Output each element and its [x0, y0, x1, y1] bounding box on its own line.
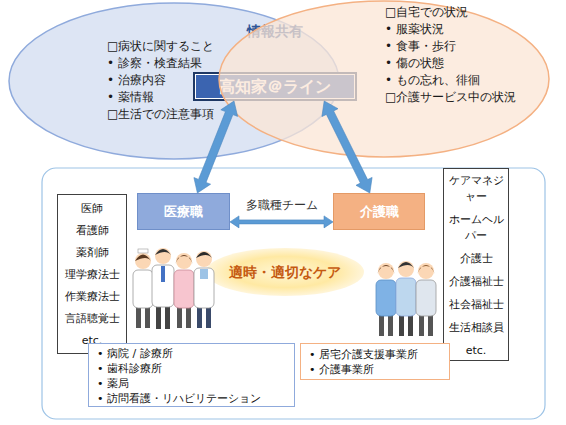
figure-body: [133, 270, 153, 308]
list-item: • 食事・歩行: [385, 38, 545, 55]
role-name: 看護師: [58, 220, 126, 242]
figure-hair: [135, 255, 151, 262]
facility-item: • 病院 / 診療所: [97, 346, 261, 361]
figure-leg: [388, 314, 393, 336]
facility-item: • 薬局: [97, 376, 261, 391]
text-wrap: □自宅での状況• 服薬状況• 食事・歩行• 傷の状態• もの忘れ、徘徊□介護サー…: [385, 4, 545, 106]
facility-item: • 訪問看護・リハビリテーション: [97, 391, 261, 406]
figure-hair: [155, 249, 171, 255]
facility-item: • 居宅介護支援事業所: [309, 347, 418, 362]
figure-leg: [399, 314, 404, 336]
figure-leg: [428, 314, 433, 336]
caregiver-figure: [416, 263, 436, 336]
role-name: 介護士: [447, 251, 505, 267]
figure-hair: [377, 265, 395, 274]
role-name: 生活相談員: [447, 320, 505, 336]
figure-body: [194, 268, 214, 308]
facility-box: • 病院 / 診療所• 歯科診療所• 薬局• 訪問看護・リハビリテーション: [88, 343, 295, 407]
list-item: • 服薬状況: [385, 21, 545, 38]
box-label: 介護職: [334, 194, 424, 229]
figure-body: [152, 265, 174, 307]
role-name: 薬剤師: [58, 242, 126, 264]
edge-label: 多職種チーム: [246, 197, 318, 214]
group-box: 介護職: [333, 193, 425, 230]
text-wrap: 医師看護師薬剤師理学療法士作業療法士言語聴覚士etc.: [58, 198, 126, 352]
figure-leg: [156, 305, 161, 329]
role-name: 社会福祉士: [447, 297, 505, 313]
figure-leg: [145, 306, 150, 328]
figure-leg: [186, 306, 191, 328]
figure-hair: [175, 255, 193, 264]
role-list-box: 医師看護師薬剤師理学療法士作業療法士言語聴覚士etc.: [57, 194, 127, 354]
facility-box: • 居宅介護支援事業所• 介護事業所: [300, 343, 450, 380]
ellipse-outline: [218, 0, 550, 158]
ellipse-shape: [206, 248, 364, 296]
info-ellipse: □自宅での状況• 服薬状況• 食事・歩行• 傷の状態• もの忘れ、徘徊□介護サー…: [218, 0, 550, 158]
text-wrap: 適時・適切なケア: [205, 247, 365, 297]
team-container: [42, 168, 545, 419]
text-wrap: • 病院 / 診療所• 歯科診療所• 薬局• 訪問看護・リハビリテーション: [97, 346, 261, 406]
ellipse-shape: [219, 1, 549, 157]
role-name: 作業療法士: [58, 286, 126, 308]
doctor-tie: [161, 266, 165, 282]
figure-leg: [419, 314, 424, 336]
role-name: ケアマネジャー: [447, 173, 505, 205]
role-list-box: ケアマネジャーホームヘルパー介護士介護福祉士社会福祉士生活相談員 etc.: [443, 168, 509, 361]
figure-leg: [206, 306, 211, 328]
block-arrow: [230, 216, 333, 228]
text-wrap: • 居宅介護支援事業所• 介護事業所: [309, 347, 418, 377]
figure-body: [396, 278, 416, 316]
figure-leg: [197, 306, 202, 328]
role-name: 医師: [58, 198, 126, 220]
nurse-figure: [133, 249, 153, 328]
list-item: • もの忘れ、徘徊: [385, 72, 545, 89]
figure-body: [376, 280, 396, 316]
figure-body: [416, 280, 436, 316]
figure-body: [174, 270, 194, 308]
figure-head: [418, 263, 434, 279]
figure-leg: [177, 306, 182, 328]
figure-head: [196, 251, 212, 267]
box-label: 医療職: [138, 194, 229, 229]
role-name: 介護福祉士: [447, 274, 505, 290]
role-name: 理学療法士: [58, 264, 126, 286]
role-name: ホームヘルパー: [447, 212, 505, 244]
group-box: 医療職: [137, 193, 230, 230]
figure-head: [135, 253, 151, 269]
nurse-cap: [138, 249, 148, 253]
figure-hair: [417, 265, 435, 274]
list-item: □介護サービス中の状況: [385, 89, 545, 106]
figure-hair: [398, 262, 414, 268]
facility-item: • 歯科診療所: [97, 361, 261, 376]
care-label: 適時・適切なケア: [205, 247, 365, 297]
therapist-figure: [194, 251, 214, 328]
figure-head: [176, 253, 192, 269]
figure-head: [378, 263, 394, 279]
role-name: etc.: [447, 343, 505, 359]
care-ellipse: 適時・適切なケア: [205, 247, 365, 297]
list-item: • 傷の状態: [385, 55, 545, 72]
figure-head: [398, 261, 414, 277]
caregiver-figure: [396, 261, 416, 336]
list-item: □自宅での状況: [385, 4, 545, 21]
doctor-figure: [152, 248, 174, 329]
figure-head: [155, 248, 171, 264]
text-wrap: 介護職: [334, 194, 424, 229]
text-wrap: 医療職: [138, 194, 229, 229]
figure-leg: [136, 306, 141, 328]
text-wrap: ケアマネジャーホームヘルパー介護士介護福祉士社会福祉士生活相談員 etc.: [447, 173, 505, 366]
figure-leg: [408, 314, 413, 336]
figure-shirt: [200, 269, 208, 279]
facility-item: • 介護事業所: [309, 362, 418, 377]
figure-hair: [196, 252, 212, 258]
figure-leg: [379, 314, 384, 336]
pharmacist-figure: [174, 253, 194, 328]
figure-leg: [165, 305, 170, 329]
caregiver-figure: [376, 263, 396, 336]
role-name: 言語聴覚士: [58, 308, 126, 330]
